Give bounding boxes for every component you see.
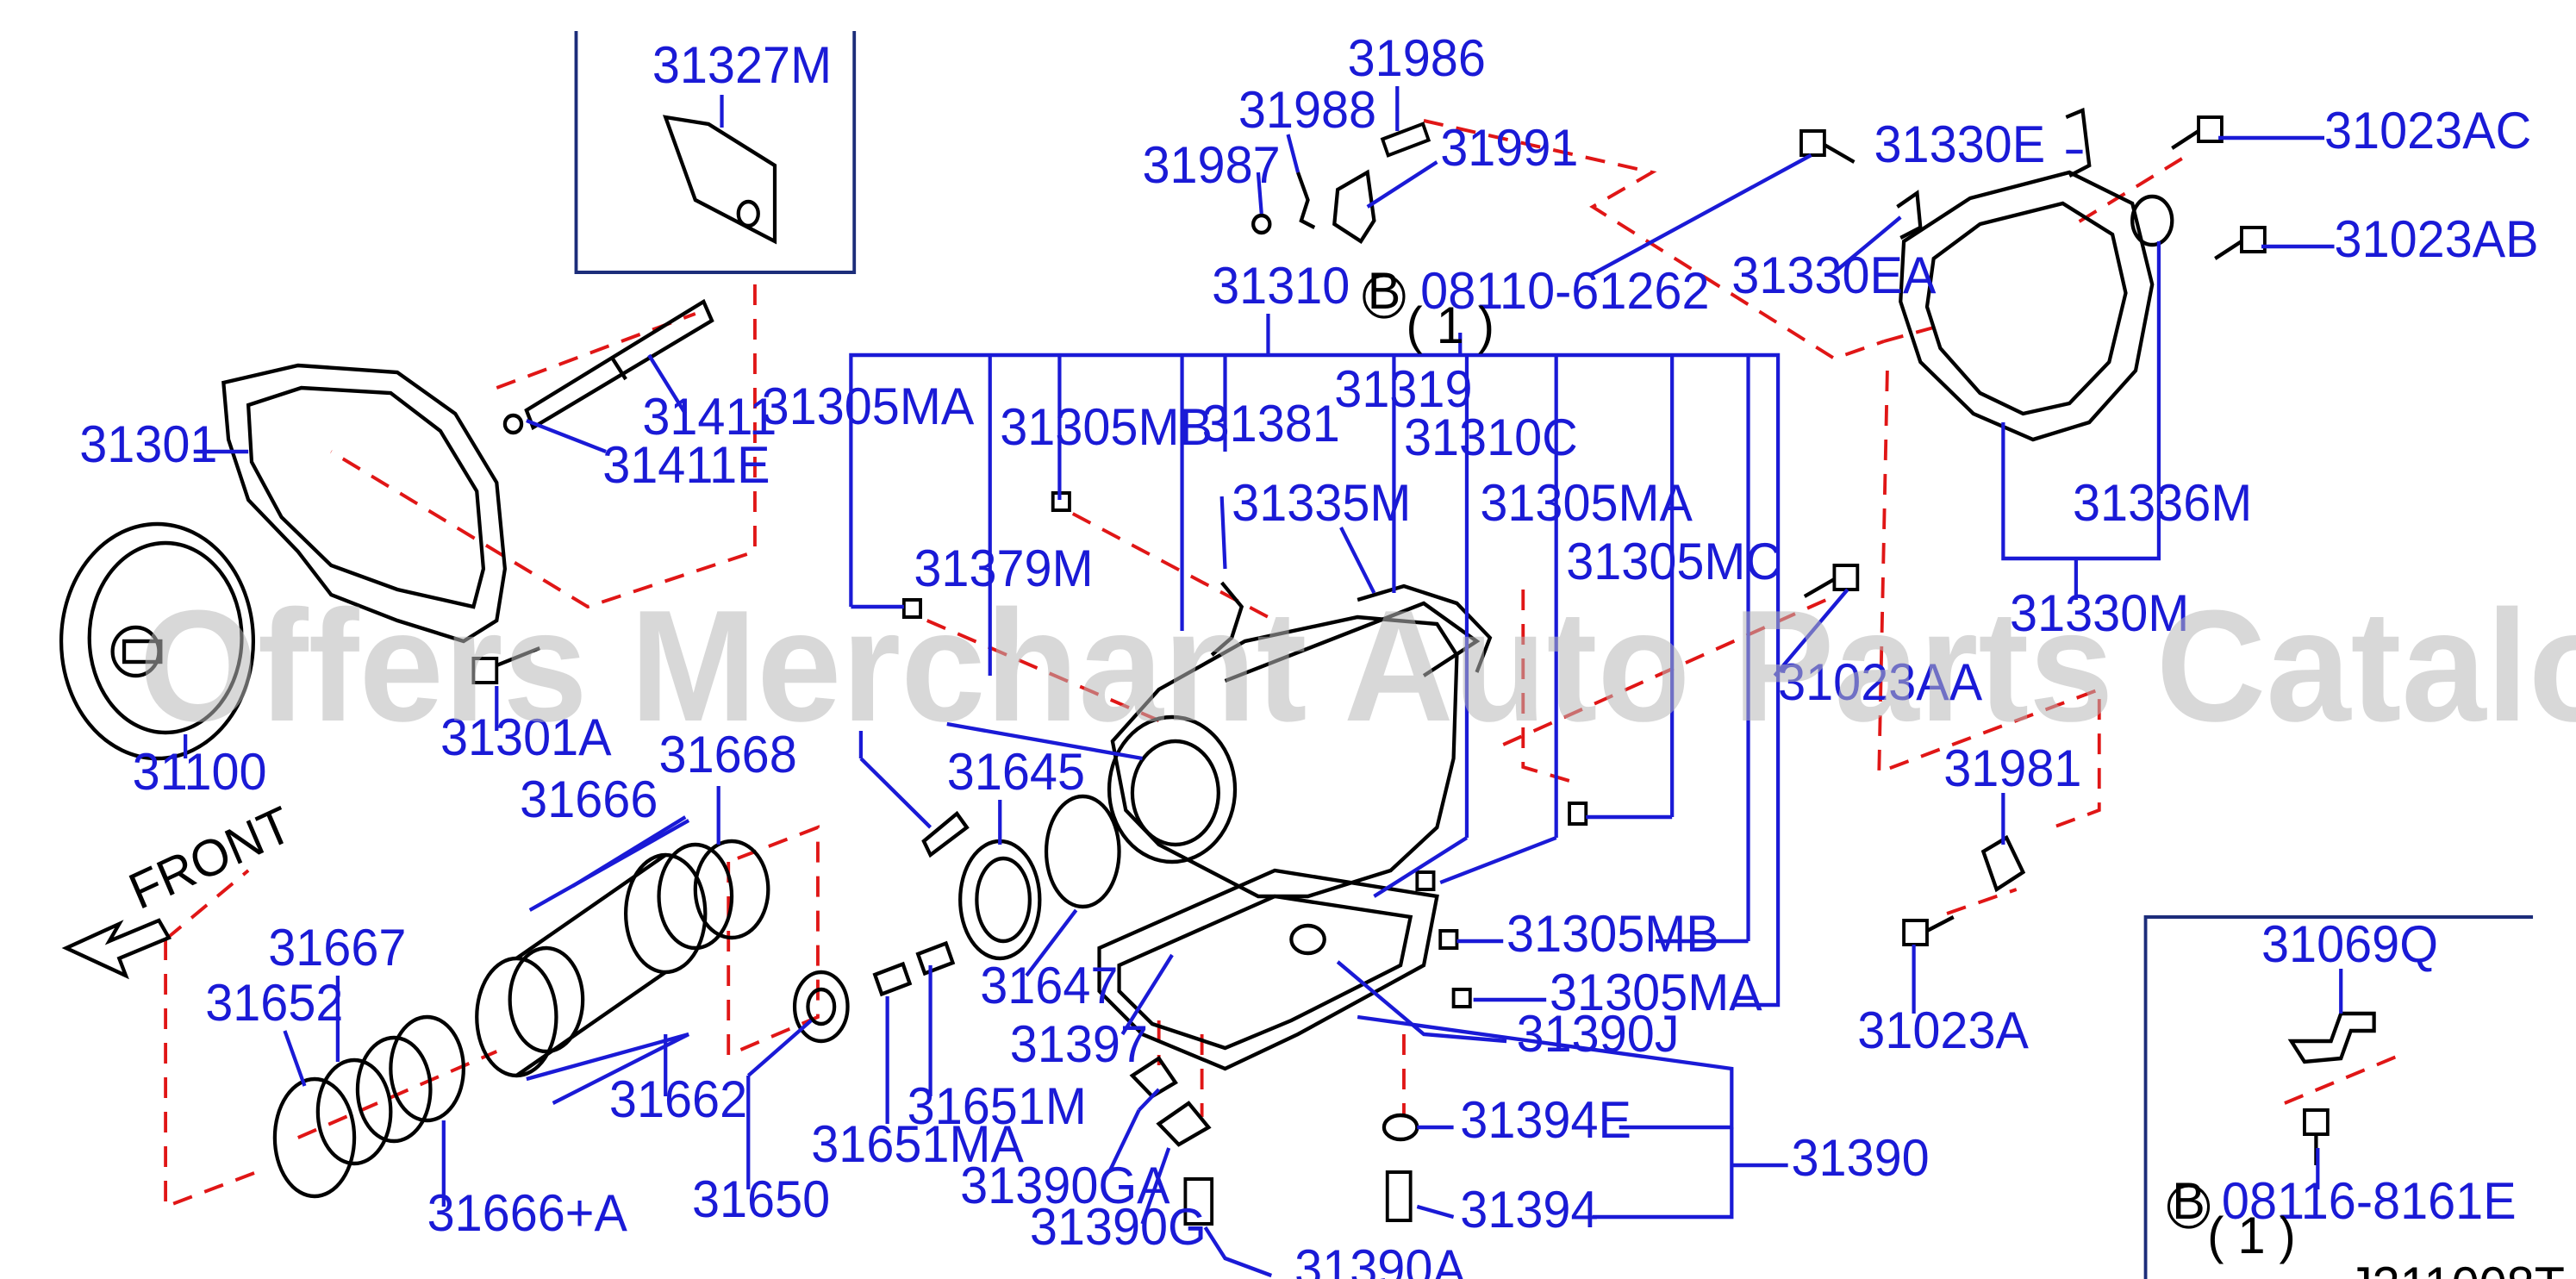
callout-31305MB-low[interactable]: 31305MB (1506, 906, 1719, 963)
callout-31650[interactable]: 31650 (692, 1171, 830, 1228)
callout-31991[interactable]: 31991 (1440, 120, 1578, 177)
callout-31100[interactable]: 31100 (133, 744, 267, 801)
callout-31666A[interactable]: 31666+A (427, 1185, 628, 1242)
callout-31988[interactable]: 31988 (1238, 82, 1376, 139)
callout-31023AC[interactable]: 31023AC (2324, 103, 2531, 159)
callout-31390GA[interactable]: 31390GA (960, 1157, 1170, 1214)
bolt-31301A (471, 646, 540, 684)
bolt-badge: B (2172, 1173, 2205, 1230)
bolt-qty: ( 1 ) (2207, 1207, 2295, 1264)
callout-31397[interactable]: 31397 (1010, 1016, 1148, 1073)
front-arrow: FRONT (61, 796, 300, 980)
callout-31023A[interactable]: 31023A (1857, 1002, 2029, 1059)
callout-31379M[interactable]: 31379M (914, 540, 1093, 597)
callout-31305MA-low[interactable]: 31305MA (1550, 964, 1762, 1021)
callout-31411[interactable]: 31411 (642, 389, 777, 446)
callout-31305MA-top[interactable]: 31305MA (762, 378, 975, 435)
diagram-code: J311008T (2348, 1257, 2565, 1279)
callout-31668[interactable]: 31668 (659, 727, 797, 783)
small-fittings (901, 491, 1588, 1226)
callout-31411E[interactable]: 31411E (602, 437, 770, 494)
callout-31305MA-mid[interactable]: 31305MA (1480, 475, 1693, 532)
inset-31069Q-frame (2143, 915, 2534, 1279)
callout-31667[interactable]: 31667 (268, 920, 406, 976)
callout-31336M[interactable]: 31336M (2073, 475, 2252, 532)
bolt-ref-08116-8161E[interactable]: B 08116-8161E ( 1 ) (2167, 1173, 2517, 1264)
callout-31330EA[interactable]: 31330EA (1731, 247, 1937, 304)
callout-31330M[interactable]: 31330M (2010, 585, 2189, 642)
inset-31327M-frame (574, 31, 857, 274)
callout-31319[interactable]: 31319 (1334, 361, 1472, 418)
torque-converter (59, 521, 256, 761)
callout-31301[interactable]: 31301 (79, 416, 217, 473)
callout-31390A[interactable]: 31390A (1294, 1240, 1466, 1279)
callout-31651M[interactable]: 31651M (908, 1078, 1087, 1135)
callout-31335M[interactable]: 31335M (1232, 475, 1411, 532)
callout-31381[interactable]: 31381 (1202, 396, 1340, 452)
callout-31394[interactable]: 31394 (1460, 1182, 1598, 1238)
bracket-31069Q (2287, 1011, 2376, 1165)
callout-31301A[interactable]: 31301A (440, 709, 612, 766)
converter-housing (221, 363, 508, 644)
callout-31390[interactable]: 31390 (1791, 1130, 1929, 1187)
callout-31330E[interactable]: 31330E (1874, 116, 2046, 173)
oil-pan (1097, 868, 1439, 1071)
extension-housing (1899, 170, 2174, 442)
callout-31390G[interactable]: 31390G (1030, 1199, 1207, 1256)
callout-31651MA[interactable]: 31651MA (811, 1116, 1024, 1173)
bolt-ref-08110-61262[interactable]: B 08110-61262 ( 1 ) (1363, 263, 1710, 354)
callout-31310[interactable]: 31310 (1212, 258, 1350, 315)
shift-lever-parts (1251, 122, 1431, 244)
transmission-case (1107, 581, 1493, 899)
callout-31662[interactable]: 31662 (609, 1071, 747, 1128)
clutch-packs (272, 839, 770, 1199)
bolt-badge: B (1368, 263, 1400, 320)
callout-31023AA[interactable]: 31023AA (1778, 654, 1983, 711)
plate-31327M (662, 115, 777, 245)
callout-31305MC[interactable]: 31305MC (1566, 533, 1781, 590)
callout-31981[interactable]: 31981 (1943, 740, 2081, 797)
callout-31394E[interactable]: 31394E (1460, 1092, 1631, 1149)
leader-lines (184, 86, 2343, 1278)
watermark: Offers Merchant Auto Parts Catalog PARTS… (139, 578, 2576, 755)
callout-31986[interactable]: 31986 (1348, 30, 1486, 87)
callout-31647[interactable]: 31647 (980, 958, 1118, 1014)
bolt-number[interactable]: 08110-61262 (1420, 263, 1709, 320)
callout-31327M[interactable]: 31327M (652, 37, 832, 94)
bolt-qty: ( 1 ) (1407, 297, 1494, 354)
callout-31310C[interactable]: 31310C (1404, 409, 1578, 466)
callout-31305MB-top[interactable]: 31305MB (1000, 399, 1213, 456)
callout-31069Q[interactable]: 31069Q (2261, 916, 2438, 973)
callout-31666[interactable]: 31666 (520, 771, 658, 828)
callout-31645[interactable]: 31645 (947, 744, 1085, 801)
front-label: FRONT (122, 796, 300, 921)
callout-31023AB[interactable]: 31023AB (2335, 211, 2539, 268)
callout-labels: 31327M 31301 31411 31411E 31100 31301A 3… (79, 30, 2538, 1279)
callout-31652[interactable]: 31652 (205, 975, 343, 1032)
callout-31987[interactable]: 31987 (1142, 137, 1280, 194)
bolts-extension (1799, 107, 2267, 946)
bolt-number[interactable]: 08116-8161E (2222, 1173, 2517, 1230)
callout-31390J[interactable]: 31390J (1517, 1006, 1680, 1063)
